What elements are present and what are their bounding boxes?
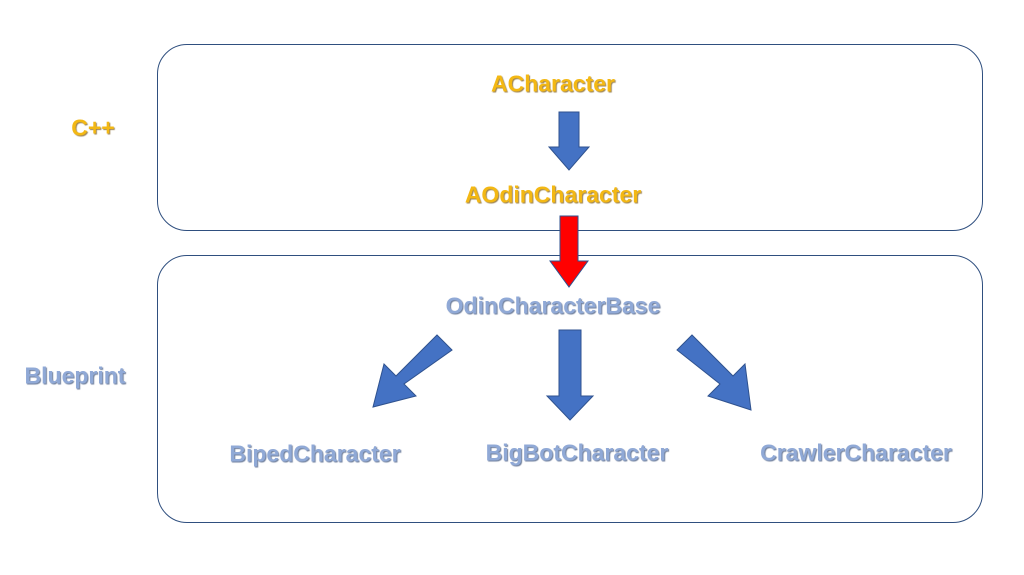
node-acharacter: ACharacter <box>491 70 615 97</box>
blueprint-layer-label: Blueprint <box>24 362 126 389</box>
node-bipedcharacter: BipedCharacter <box>229 440 401 467</box>
node-aodincharacter: AOdinCharacter <box>464 181 642 208</box>
node-bigbotcharacter: BigBotCharacter <box>485 439 669 466</box>
node-odincharacterbase: OdinCharacterBase <box>445 292 661 319</box>
node-crawlercharacter: CrawlerCharacter <box>760 439 952 466</box>
cpp-layer-label: C++ <box>71 114 115 141</box>
